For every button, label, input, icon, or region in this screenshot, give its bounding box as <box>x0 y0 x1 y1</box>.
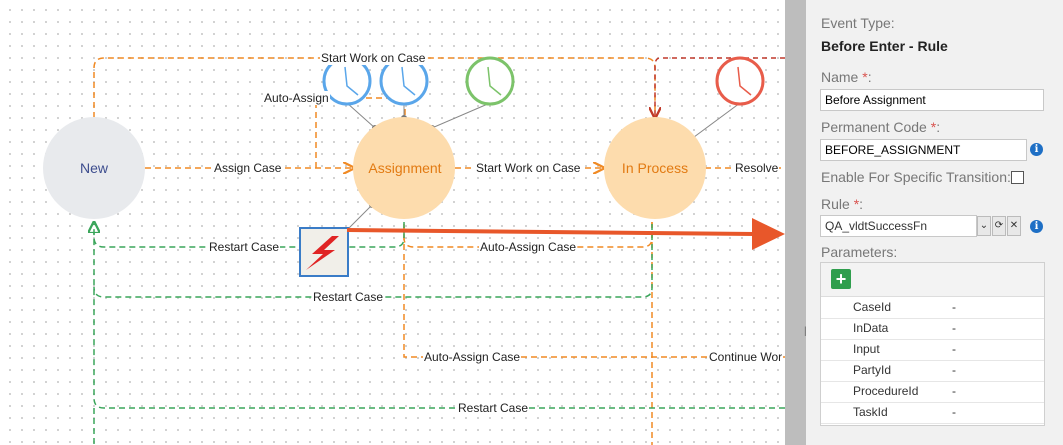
param-name: PartyId <box>853 363 892 377</box>
state-new-label: New <box>79 160 109 176</box>
parameters-toolbar: + <box>821 263 1044 297</box>
transition-label-resolve[interactable]: Resolve <box>734 161 780 175</box>
param-name: CaseId <box>853 300 892 314</box>
transition-label-restart-case-3[interactable]: Restart Case <box>457 401 530 415</box>
transition-label-start-work-mid[interactable]: Start Work on Case <box>475 161 582 175</box>
refresh-icon[interactable]: ⟳ <box>992 216 1006 236</box>
event-type-label: Event Type: <box>821 15 895 31</box>
permanent-code-label: Permanent Code *: <box>821 119 941 135</box>
state-new <box>43 117 145 219</box>
transition-restart-case-3 <box>93 224 785 409</box>
clock-icon <box>715 56 765 106</box>
workflow-diagram <box>43 56 785 445</box>
transition-auto-assign-low <box>403 224 785 358</box>
param-name: InData <box>853 321 889 335</box>
transition-label-auto-assign-mid[interactable]: Auto-Assign Case <box>479 240 578 254</box>
specific-transition-label: Enable For Specific Transition: <box>821 169 1011 185</box>
table-row[interactable]: Input - <box>821 339 1044 361</box>
info-icon[interactable]: i <box>1030 220 1043 233</box>
transition-label-auto-assign-top[interactable]: Auto-Assign <box>263 91 330 105</box>
transition-label-auto-assign-low[interactable]: Auto-Assign Case <box>423 350 522 364</box>
transition-start-work-top <box>93 57 655 118</box>
table-row[interactable]: TaskId - <box>821 402 1044 424</box>
transition-label-continue-work[interactable]: Continue Wor <box>708 350 784 364</box>
table-row[interactable]: ProcedureId - <box>821 381 1044 403</box>
event-type-value: Before Enter - Rule <box>821 38 948 54</box>
rule-select[interactable]: QA_vldtSuccessFn <box>820 215 977 237</box>
transition-label-assign-case[interactable]: Assign Case <box>213 161 283 175</box>
info-icon[interactable]: i <box>1030 143 1043 156</box>
state-assignment-label: Assignment <box>368 160 442 176</box>
param-name: TaskId <box>853 405 888 419</box>
transition-restart-case-2 <box>93 224 653 298</box>
param-value: - <box>952 405 956 419</box>
param-value: - <box>952 342 956 356</box>
properties-panel: Event Type: Before Enter - Rule Name *: … <box>806 0 1063 445</box>
table-row[interactable]: CaseId - <box>821 297 1044 319</box>
parameters-table: + CaseId - InData - Input - PartyId - Pr… <box>820 262 1045 426</box>
param-value: - <box>952 321 956 335</box>
panel-splitter[interactable] <box>785 0 806 445</box>
param-name: Input <box>853 342 880 356</box>
transition-label-start-work-top[interactable]: Start Work on Case <box>320 51 427 65</box>
permanent-code-field[interactable] <box>820 139 1027 161</box>
table-row[interactable]: InData - <box>821 318 1044 340</box>
transition-label-restart-case-2[interactable]: Restart Case <box>312 290 385 304</box>
parameters-label: Parameters: <box>821 244 898 260</box>
callout-arrow <box>346 218 785 250</box>
state-in-process-label: In Process <box>621 160 689 176</box>
rule-label: Rule *: <box>821 196 864 212</box>
lightning-event-icon <box>299 227 349 277</box>
state-in-process <box>604 117 706 219</box>
param-value: - <box>952 384 956 398</box>
name-field[interactable] <box>820 89 1044 111</box>
clear-icon[interactable]: ✕ <box>1007 216 1021 236</box>
param-name: ProcedureId <box>853 384 919 398</box>
transition-label-restart-case-1[interactable]: Restart Case <box>208 240 281 254</box>
param-value: - <box>952 300 956 314</box>
clock-icon <box>465 56 515 106</box>
transition-red <box>655 57 785 116</box>
state-assignment <box>353 117 455 219</box>
table-row[interactable]: PartyId - <box>821 360 1044 382</box>
workflow-canvas[interactable]: New Assignment In Process Start Work on … <box>0 0 785 445</box>
param-value: - <box>952 363 956 377</box>
add-parameter-button[interactable]: + <box>831 269 851 289</box>
chevron-down-icon[interactable]: ⌄ <box>977 216 991 236</box>
specific-transition-checkbox[interactable] <box>1011 171 1024 184</box>
name-label: Name *: <box>821 69 872 85</box>
